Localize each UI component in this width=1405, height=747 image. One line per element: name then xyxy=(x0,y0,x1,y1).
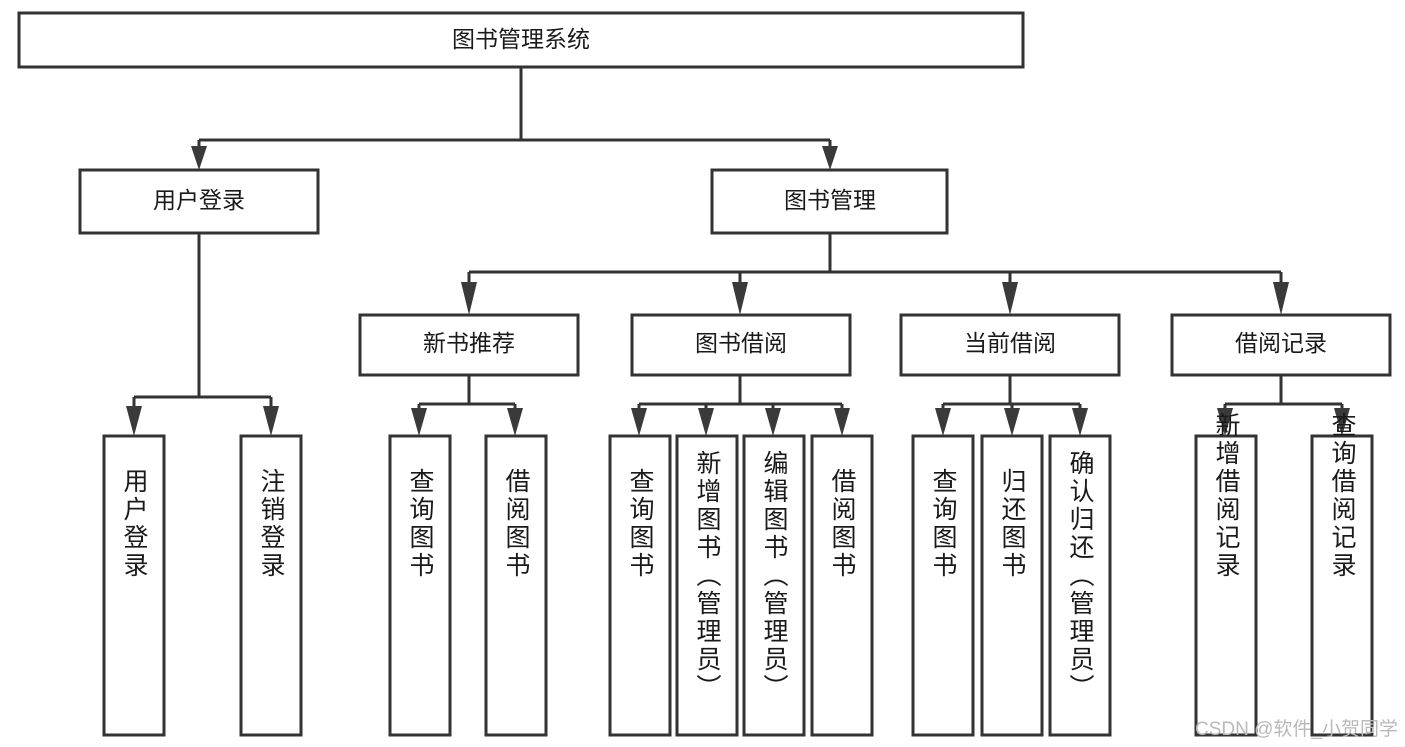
node-leaf-query-book-1[interactable]: 查询图书 xyxy=(388,434,452,737)
node-book-borrow[interactable]: 图书借阅 xyxy=(630,313,852,377)
node-book-management-label: 图书管理 xyxy=(784,187,876,213)
node-leaf-borrow-book-1[interactable]: 借阅图书 xyxy=(484,434,548,737)
node-leaf-query-book-2[interactable]: 查询图书 xyxy=(608,434,672,737)
node-leaf-borrow-book-1-label: 借阅图书 xyxy=(502,468,531,580)
node-leaf-borrow-book-2-box[interactable] xyxy=(810,434,874,737)
arrow-head-book-borrow xyxy=(732,282,748,315)
node-current-borrow-label: 当前借阅 xyxy=(964,330,1056,356)
node-leaf-query-book-3-label: 查询图书 xyxy=(929,468,958,580)
arrow-head-leaf-borrow-book-1 xyxy=(507,408,523,436)
node-leaf-query-book-3[interactable]: 查询图书 xyxy=(911,434,975,737)
node-borrow-record[interactable]: 借阅记录 xyxy=(1170,313,1392,377)
csdn-watermark: CSDN @软件_小贺同学 xyxy=(1195,718,1398,740)
node-leaf-borrow-book-1-box[interactable] xyxy=(484,434,548,737)
node-leaf-add-book-admin-label: 新增图书（管理员） xyxy=(693,450,722,702)
node-book-borrow-box[interactable] xyxy=(630,313,852,377)
node-leaf-add-borrow-record-box[interactable] xyxy=(1194,434,1258,737)
node-leaf-query-book-2-label: 查询图书 xyxy=(626,468,655,580)
node-leaf-return-book-box[interactable] xyxy=(980,434,1044,737)
arrow-head-leaf-query-book-1 xyxy=(411,408,427,436)
node-leaf-confirm-return-admin-box[interactable] xyxy=(1048,434,1112,737)
node-current-borrow-box[interactable] xyxy=(899,313,1121,377)
node-leaf-borrow-book-2-label: 借阅图书 xyxy=(828,468,857,580)
node-leaf-confirm-return-admin-label: 确认归还（管理员） xyxy=(1066,450,1095,702)
node-current-borrow[interactable]: 当前借阅 xyxy=(899,313,1121,377)
node-leaf-edit-book-admin-box[interactable] xyxy=(742,434,806,737)
arrow-head-leaf-edit-book-admin xyxy=(765,408,781,436)
node-borrow-record-box[interactable] xyxy=(1170,313,1392,377)
node-book-management-box[interactable] xyxy=(710,168,949,235)
node-leaf-query-book-2-box[interactable] xyxy=(608,434,672,737)
connector-layer xyxy=(126,67,1350,436)
node-leaf-query-borrow-record-box[interactable] xyxy=(1310,434,1374,737)
node-leaf-add-book-admin[interactable]: 新增图书（管理员） xyxy=(675,434,739,737)
node-root-label: 图书管理系统 xyxy=(452,26,590,52)
node-leaf-logout-login[interactable]: 注销登录 xyxy=(239,434,303,737)
arrow-head-current-borrow xyxy=(1002,282,1018,315)
node-user-login-box[interactable] xyxy=(78,168,320,235)
node-leaf-user-login-label: 用户登录 xyxy=(120,468,149,580)
node-leaf-query-borrow-record-label: 查询借阅记录 xyxy=(1328,412,1357,580)
node-new-book-recommend-label: 新书推荐 xyxy=(423,330,515,356)
arrow-head-book-management xyxy=(822,146,838,170)
node-root-box[interactable] xyxy=(17,11,1025,69)
node-leaf-query-book-1-box[interactable] xyxy=(388,434,452,737)
node-leaf-edit-book-admin[interactable]: 编辑图书（管理员） xyxy=(742,434,806,737)
node-new-book-recommend[interactable]: 新书推荐 xyxy=(358,313,580,377)
node-leaf-confirm-return-admin[interactable]: 确认归还（管理员） xyxy=(1048,434,1112,737)
arrow-head-leaf-borrow-book-2 xyxy=(834,408,850,436)
node-book-management[interactable]: 图书管理 xyxy=(710,168,949,235)
node-leaf-user-login-box[interactable] xyxy=(102,434,166,737)
node-leaf-edit-book-admin-label: 编辑图书（管理员） xyxy=(760,450,789,702)
arrow-head-leaf-add-book-admin xyxy=(698,408,714,436)
node-leaf-query-borrow-record[interactable]: 查询借阅记录 xyxy=(1310,412,1374,737)
node-leaf-user-login[interactable]: 用户登录 xyxy=(102,434,166,737)
arrow-head-leaf-query-borrow-record xyxy=(1334,408,1350,436)
node-leaf-return-book-label: 归还图书 xyxy=(998,468,1027,580)
node-leaf-logout-login-label: 注销登录 xyxy=(257,468,286,580)
node-leaf-query-book-1-label: 查询图书 xyxy=(406,468,435,580)
node-book-borrow-label: 图书借阅 xyxy=(695,330,787,356)
node-root[interactable]: 图书管理系统 xyxy=(17,11,1025,69)
node-leaf-query-book-3-box[interactable] xyxy=(911,434,975,737)
arrow-head-user-login xyxy=(191,146,207,170)
arrow-head-leaf-logout-login xyxy=(263,406,279,436)
arrow-head-leaf-query-book-3 xyxy=(935,408,951,436)
node-leaf-return-book[interactable]: 归还图书 xyxy=(980,434,1044,737)
arrow-head-borrow-record xyxy=(1273,282,1289,315)
node-user-login-label: 用户登录 xyxy=(153,187,245,213)
arrow-head-leaf-add-borrow-record xyxy=(1217,408,1233,436)
node-new-book-recommend-box[interactable] xyxy=(358,313,580,377)
arrow-head-leaf-query-book-2 xyxy=(631,408,647,436)
arrow-head-leaf-user-login xyxy=(126,406,142,436)
arrow-head-leaf-confirm-return-admin xyxy=(1072,408,1088,436)
node-leaf-logout-login-box[interactable] xyxy=(239,434,303,737)
arrow-head-leaf-return-book xyxy=(1004,408,1020,436)
node-user-login[interactable]: 用户登录 xyxy=(78,168,320,235)
node-leaf-add-book-admin-box[interactable] xyxy=(675,434,739,737)
node-leaf-add-borrow-record-label: 新增借阅记录 xyxy=(1212,412,1241,580)
node-leaf-borrow-book-2[interactable]: 借阅图书 xyxy=(810,434,874,737)
node-borrow-record-label: 借阅记录 xyxy=(1235,330,1327,356)
node-leaf-add-borrow-record[interactable]: 新增借阅记录 xyxy=(1194,412,1258,737)
arrow-head-new-book-recommend xyxy=(461,282,477,315)
